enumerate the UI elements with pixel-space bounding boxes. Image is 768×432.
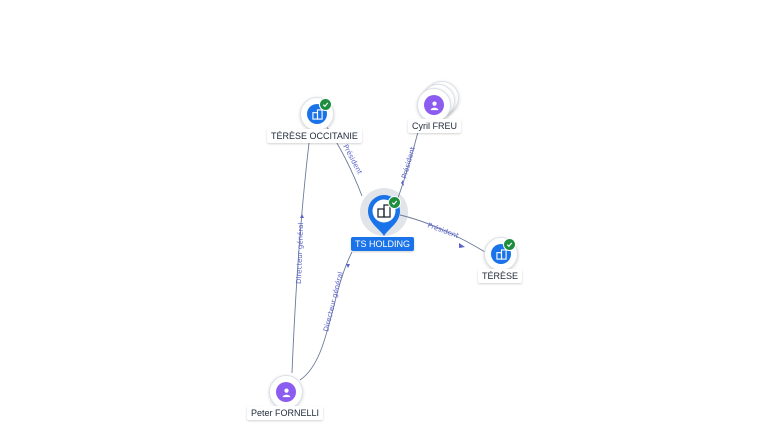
verified-check-icon (319, 98, 332, 111)
edge-peter-fornelli-terese-occitanie (291, 142, 310, 374)
building-icon (495, 248, 507, 260)
node-label[interactable]: TÉRÈSE OCCITANIE (267, 129, 362, 143)
person-icon (282, 388, 290, 397)
edge-peter-fornelli-ts-holding (299, 251, 353, 381)
person-badge (424, 95, 444, 115)
edge-cyril-freu-ts-holding (397, 131, 419, 199)
edge-arrow-peter-terese-occitanie (300, 214, 304, 218)
node-circle[interactable] (417, 88, 451, 122)
node-label[interactable]: Peter FORNELLI (247, 406, 324, 420)
node-label[interactable]: TÉRÈSE (478, 269, 523, 283)
edge-label-president-3: Président (426, 221, 460, 240)
node-label-main[interactable]: TS HOLDING (351, 237, 415, 251)
person-badge (276, 382, 296, 402)
person-icon (430, 101, 438, 110)
building-icon (311, 108, 323, 120)
edge-label-directeur-general-1: Directeur général (295, 222, 305, 284)
node-circle[interactable] (269, 375, 303, 409)
verified-check-icon (503, 238, 516, 251)
verified-check-icon (388, 196, 401, 209)
edge-label-president-1: Président (341, 143, 364, 176)
edge-label-directeur-general-2: Directeur général (322, 271, 345, 333)
edge-arrow-peter-ts-holding (346, 264, 350, 268)
edge-arrow-terese (459, 243, 465, 248)
edge-arrow-cyril-freu (401, 180, 404, 186)
edge-label-president-2: Président (400, 146, 417, 180)
edge-ts-holding-terese (399, 214, 486, 253)
building-icon (377, 204, 391, 218)
node-label[interactable]: Cyril FREU (408, 119, 461, 133)
